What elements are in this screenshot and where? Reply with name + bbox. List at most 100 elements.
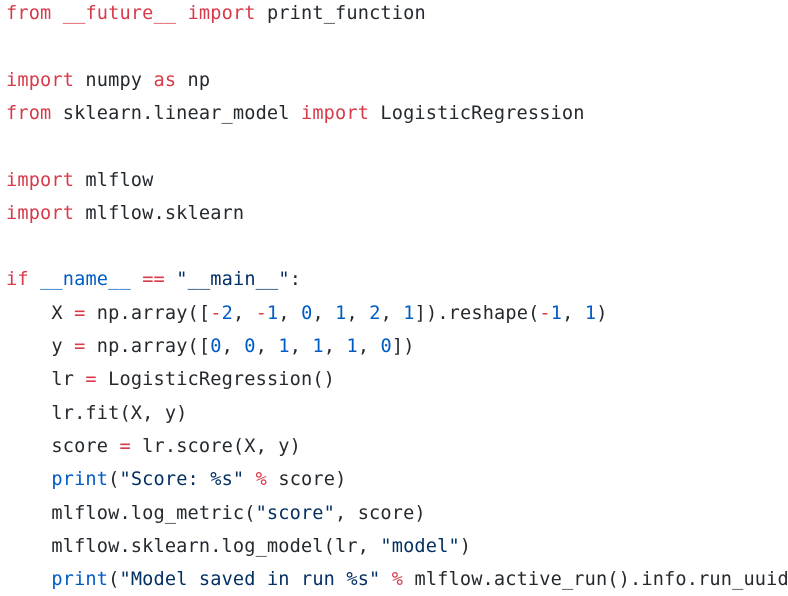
number-token: 1 [335,302,347,324]
keyword-token: from [6,3,52,24]
number-token: 1 [403,302,415,324]
code-token: LogisticRegression [369,102,585,124]
number-token: 2 [369,302,381,324]
string-token: "Model saved in run %s" [119,569,381,591]
code-token: , [289,336,313,357]
code-token: mlflow.sklearn [74,202,245,224]
code-line: lr.fit(X, y) [6,397,188,430]
code-token: np.array([ [85,302,211,324]
builtin-token: print [51,569,109,591]
code-token: score) [267,469,347,491]
number-token: 0 [244,336,256,357]
code-token: mlflow [74,169,154,191]
keyword-token: == [142,269,165,291]
code-token: ]).reshape( [414,302,540,324]
keyword-token: from [6,102,52,124]
code-line: X = np.array([-2, -1, 0, 1, 2, 1]).resha… [6,297,608,330]
code-token: lr.score(X, y) [130,435,301,457]
keyword-token: import [6,202,75,224]
keyword-token: % [391,569,404,591]
builtin-token: print [51,469,109,491]
code-line: from sklearn.linear_model import Logisti… [6,97,585,130]
code-line: import mlflow.sklearn [6,197,244,230]
code-token: , [232,302,256,324]
code-token: print_function [255,3,426,24]
code-token: ) [459,535,472,557]
code-token: , [346,302,370,324]
code-token: , [312,302,336,324]
code-token: np.array([ [85,336,211,357]
code-line: y = np.array([0, 0, 1, 1, 1, 0]) [6,330,415,363]
keyword-token: = [85,369,97,391]
code-token [6,569,51,590]
code-token: , [562,302,585,324]
code-token: mlflow.log_metric( [6,502,256,524]
code-token [51,3,62,24]
keyword-token: as [153,69,177,91]
code-token: , [221,336,245,357]
code-line: from __future__ import print_function [6,0,426,30]
code-line: score = lr.score(X, y) [6,430,301,463]
number-token: 1 [550,302,563,324]
code-token: LogisticRegression() [96,369,336,391]
keyword-token: - [210,302,222,324]
number-token: 2 [221,302,233,324]
string-token: "Score: %s" [119,469,245,491]
code-token: , [255,336,279,357]
keyword-token: = [74,336,86,357]
code-token: , [357,336,381,357]
code-token: score [6,435,120,457]
code-token: , [278,302,302,324]
code-token [131,269,142,290]
keyword-token: - [539,302,551,324]
code-token: lr.fit(X, y) [6,402,188,424]
keyword-token: - [255,302,268,324]
number-token: 1 [312,336,324,357]
number-token: 1 [346,336,358,357]
keyword-token: = [74,302,86,324]
number-token: 1 [584,302,597,324]
code-token [380,569,391,590]
number-token: 0 [301,302,313,324]
code-token: numpy [74,69,154,91]
code-token: sklearn.linear_model [51,102,301,124]
code-token: ( [108,469,120,491]
code-token: ) [596,302,608,324]
code-token: mlflow.active_run().info.run_uuid) [403,569,788,591]
code-line: import numpy as np [6,64,210,97]
keyword-token: import [6,169,75,191]
code-token: ]) [391,336,415,357]
number-token: 0 [210,336,222,357]
keyword-token: import [187,3,256,24]
code-token: X [6,302,75,324]
keyword-token: import [300,102,370,124]
keyword-token: if [6,269,29,291]
code-token: , score) [335,502,426,524]
code-token [29,269,40,290]
keyword-token: % [255,469,267,491]
code-token: lr [6,369,86,391]
code-line: mlflow.log_metric("score", score) [6,497,426,530]
code-line: lr = LogisticRegression() [6,363,335,396]
number-token: 1 [267,302,279,324]
code-token: mlflow.sklearn.log_model(lr, [6,535,381,557]
code-token: np [176,69,211,91]
code-token: ( [108,569,120,591]
code-token: , [380,302,404,324]
code-line: mlflow.sklearn.log_model(lr, "model") [6,530,471,563]
string-token: "model" [380,535,460,557]
number-token: 0 [380,336,392,357]
code-token [165,269,176,290]
keyword-token: = [119,435,131,457]
code-line: if __name__ == "__main__": [6,263,301,296]
string-token: "score" [255,502,335,524]
code-line: print("Score: %s" % score) [6,463,346,496]
string-token: "__main__" [176,269,290,291]
code-token [244,469,255,490]
code-line: print("Model saved in run %s" % mlflow.a… [6,563,788,596]
code-token [6,469,51,490]
code-line: import mlflow [6,164,154,197]
code-token: y [6,336,75,357]
keyword-token: import [6,69,75,91]
